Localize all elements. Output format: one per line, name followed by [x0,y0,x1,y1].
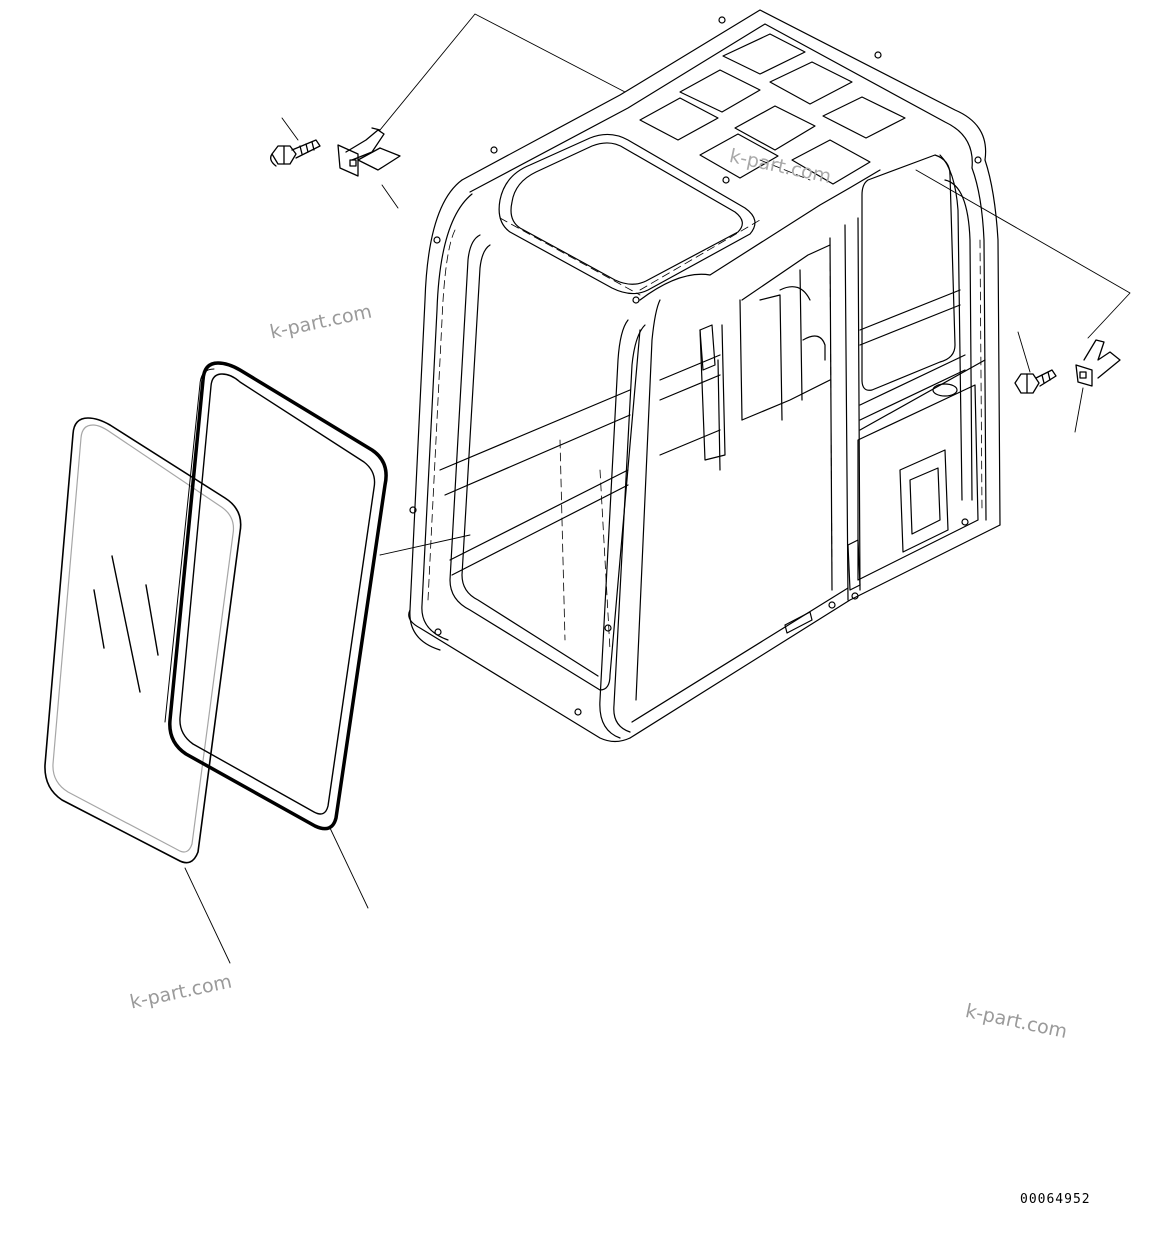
bolt-left [270,139,321,167]
glass-pane [44,417,242,864]
leader-lines [184,13,1131,964]
window-seal [164,361,388,831]
clip-right [1075,339,1121,387]
cab-frame [408,9,1001,743]
drawing-number: 00064952 [1020,1192,1091,1207]
clip-left [337,127,401,177]
bolt-right [1014,369,1057,394]
